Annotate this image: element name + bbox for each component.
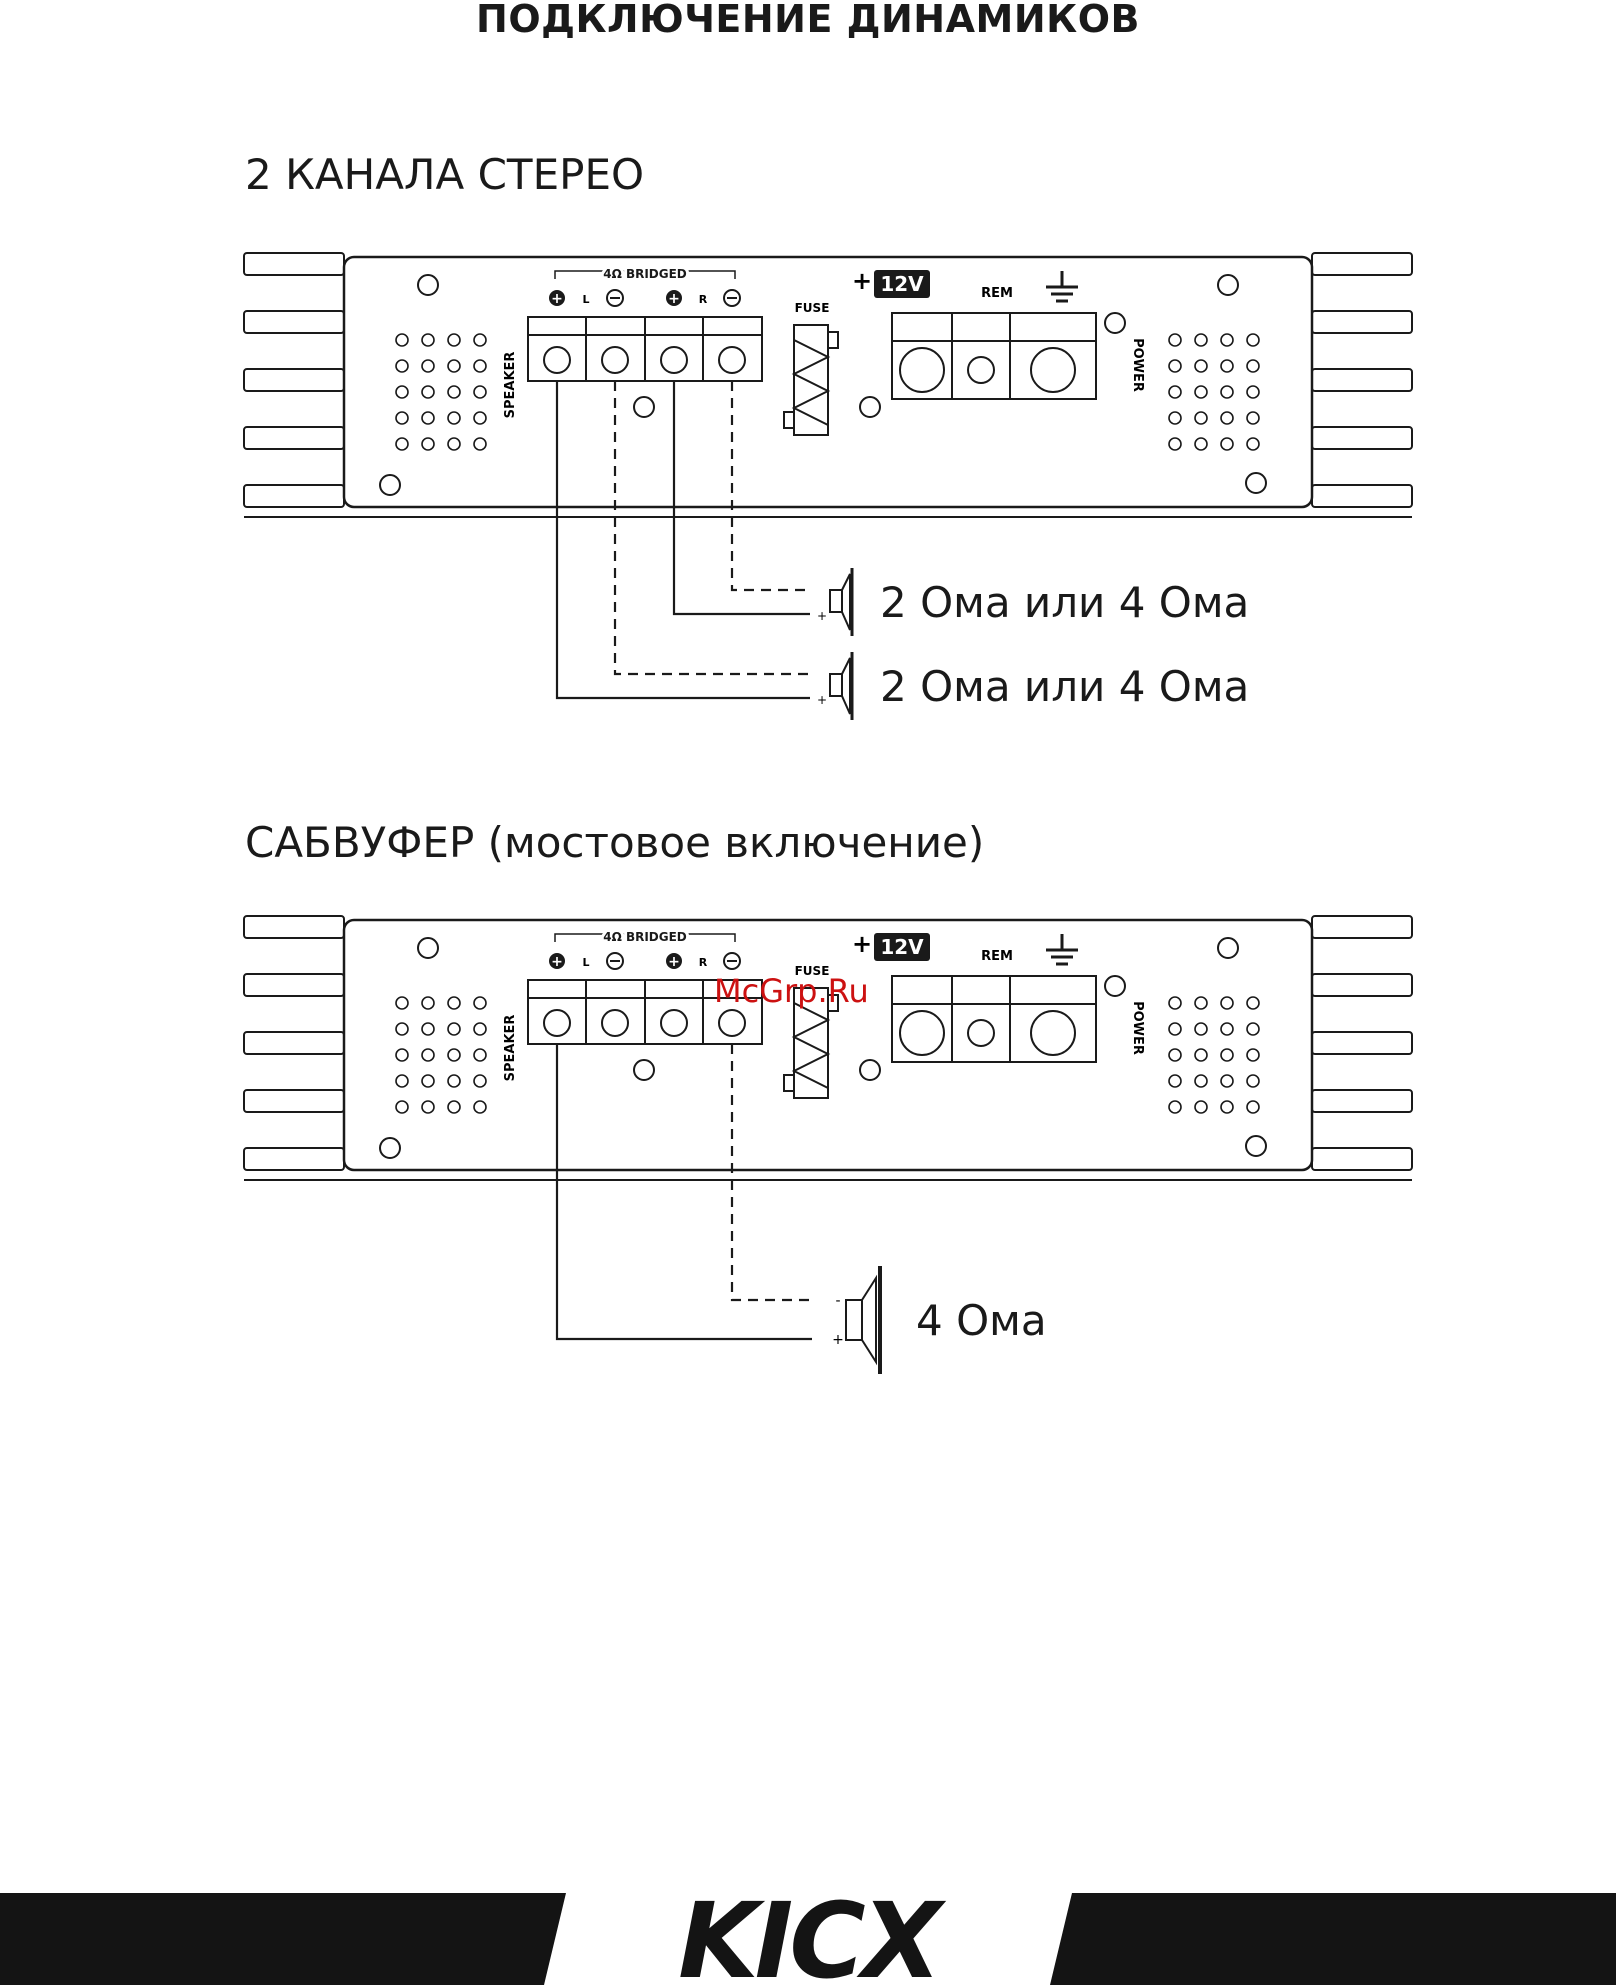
subwoofer-plus: +: [832, 1332, 844, 1348]
speaker-2-plus: +: [817, 693, 827, 707]
speaker-1-impedance: 2 Ома или 4 Ома: [880, 580, 1249, 626]
wire-bridge-plus: [557, 1044, 812, 1339]
subwoofer-minus: -: [835, 1293, 840, 1309]
speaker-1-plus: +: [817, 609, 827, 623]
section-title-subwoofer: САБВУФЕР (мостовое включение): [245, 820, 984, 866]
footer-band: KICX: [0, 1893, 1616, 1985]
brand-logo: KICX: [678, 1893, 947, 1985]
speaker-icon: [830, 652, 852, 720]
wire-left-plus: [557, 381, 810, 698]
subwoofer-icon: [846, 1266, 880, 1374]
wire-right-minus: [732, 381, 812, 590]
speaker-icon: [830, 568, 852, 636]
wire-bridge-minus: [732, 1044, 812, 1300]
wire-right-plus: [674, 381, 810, 614]
speaker-2-impedance: 2 Ома или 4 Ома: [880, 664, 1249, 710]
wire-left-minus: [615, 381, 812, 674]
subwoofer-impedance: 4 Ома: [916, 1298, 1047, 1344]
watermark: McGrp.Ru: [714, 972, 869, 1010]
